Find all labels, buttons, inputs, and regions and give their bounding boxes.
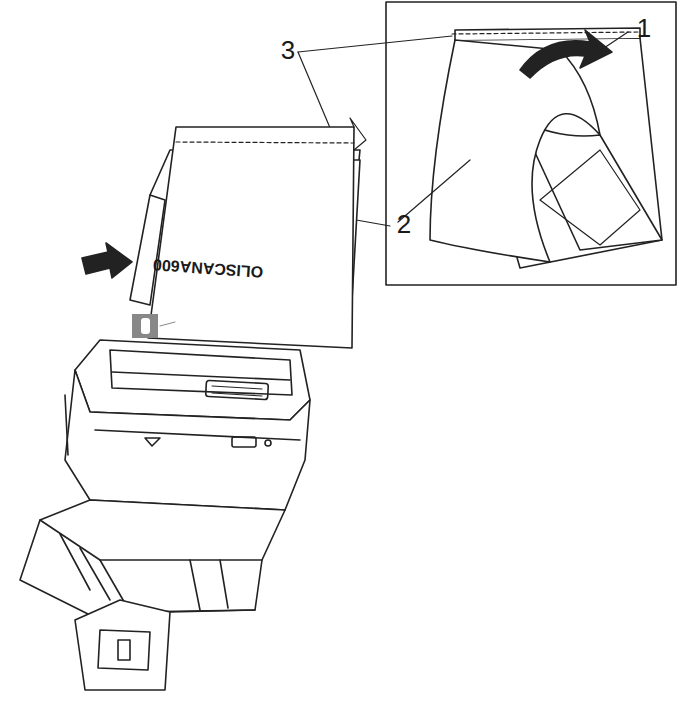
scanner-body — [65, 340, 310, 510]
document-sheet — [148, 118, 366, 348]
push-arrow — [82, 243, 132, 278]
callout-number: 1 — [637, 15, 651, 41]
inset-carrier-sheet — [430, 28, 662, 268]
callout-number: 2 — [397, 211, 411, 237]
inset-frame — [386, 2, 676, 285]
paper-icon — [132, 314, 175, 338]
output-tray — [20, 500, 285, 690]
callout-number: 3 — [281, 37, 295, 63]
